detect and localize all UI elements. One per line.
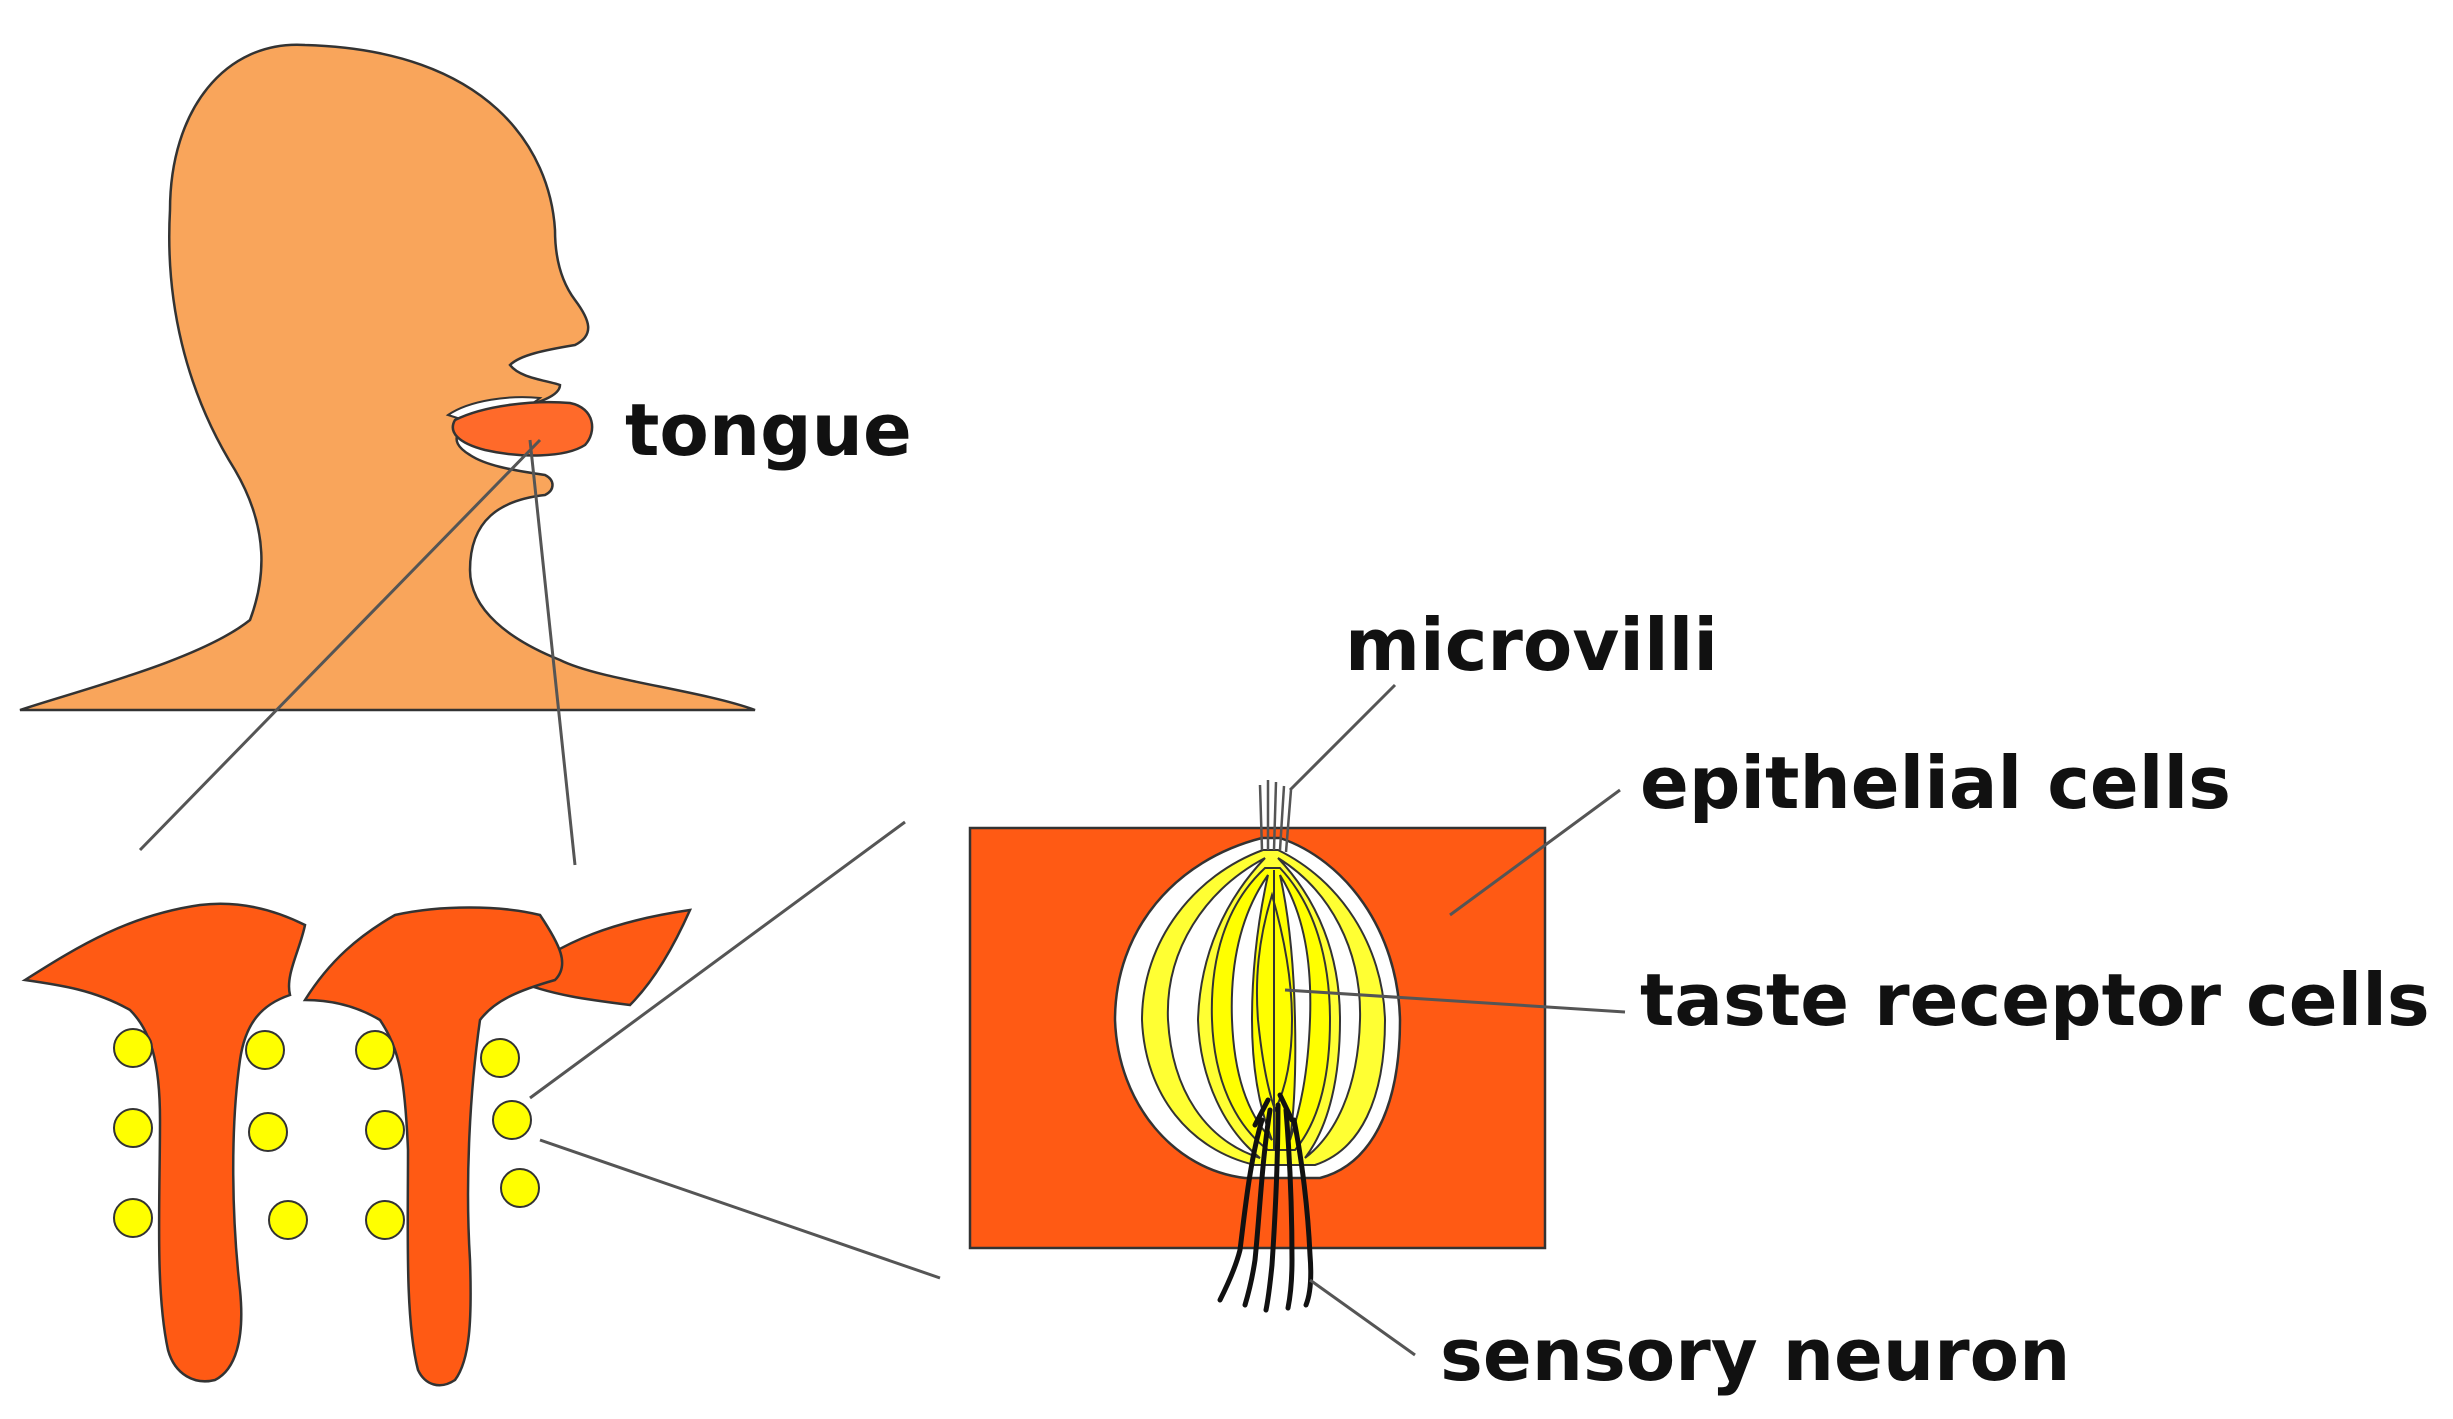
taste-receptor-cells-label: taste receptor cells (1640, 958, 2430, 1042)
taste-bud (500, 1168, 540, 1208)
cell-membrane (1230, 874, 1273, 1141)
tongue-label: tongue (625, 388, 912, 472)
tongue-zoom-line-right (528, 439, 577, 866)
epithelial-cells-label: epithelial cells (1640, 741, 2231, 825)
papilla-right (302, 906, 564, 1387)
sensory-neuron-label: sensory neuron (1440, 1313, 2070, 1397)
taste-bud (248, 1112, 288, 1152)
cell-membrane (1166, 857, 1266, 1159)
taste-bud (113, 1028, 153, 1068)
papillae-cross-section (21, 902, 693, 1387)
cell-membrane (1277, 857, 1362, 1159)
microvilli-tuft (1258, 780, 1293, 853)
taste-receptor-leader (1284, 988, 1626, 1014)
taste-bud (245, 1030, 285, 1070)
microvilli-leader (1288, 683, 1397, 792)
head-silhouette (19, 43, 756, 712)
tongue-zoom-line-left (138, 438, 542, 852)
head-illustration (19, 43, 756, 712)
bud-zoom-line-top (529, 820, 906, 1100)
taste-bud (480, 1038, 520, 1078)
taste-bud (492, 1100, 532, 1140)
taste-bud (113, 1198, 153, 1238)
taste-bud (268, 1200, 308, 1240)
epithelial-leader (1449, 788, 1621, 917)
taste-bud (365, 1200, 405, 1240)
papilla-left (21, 902, 307, 1383)
taste-bud (113, 1108, 153, 1148)
sensory-neuron-fibers (1217, 1092, 1314, 1313)
tongue-shape (451, 400, 594, 457)
papilla-flap-right (512, 908, 693, 1007)
taste-bud (365, 1110, 405, 1150)
sensory-neuron-leader (1309, 1278, 1416, 1357)
microvilli-label: microvilli (1345, 603, 1718, 687)
bud-zoom-line-bottom (539, 1138, 941, 1280)
taste-bud-enlarged (968, 780, 1547, 1313)
taste-bud (355, 1030, 395, 1070)
